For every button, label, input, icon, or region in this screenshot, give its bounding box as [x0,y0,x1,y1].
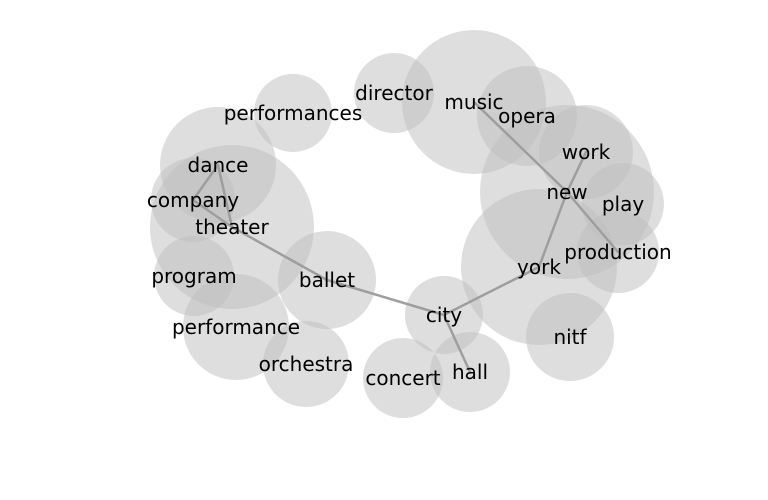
label-director: director [355,81,433,105]
edge-ballet-city [325,278,446,317]
label-york: york [517,255,561,279]
label-work: work [562,140,611,164]
bubble-orchestra [263,321,349,407]
edge-dance-theater [216,163,234,229]
edge-layer [191,100,620,374]
bubble-performances [254,74,332,152]
label-music: music [444,90,503,114]
label-play: play [602,192,645,216]
label-performances: performances [224,101,363,125]
label-hall: hall [452,360,488,384]
label-ballet: ballet [299,268,355,292]
label-dance: dance [188,153,249,177]
label-nitf: nitf [553,325,587,349]
edge-dance-company [191,163,220,202]
edge-york-new [537,190,569,269]
label-company: company [147,188,239,212]
bubble-nitf [526,293,614,381]
label-theater: theater [195,215,269,239]
label-opera: opera [498,104,556,128]
edge-company-theater [191,198,234,229]
label-new: new [546,180,587,204]
label-concert: concert [365,366,440,390]
label-performance: performance [172,315,300,339]
bubble-concert [363,338,443,418]
bubble-performance [183,274,289,380]
edge-theater-ballet [230,225,329,282]
label-orchestra: orchestra [259,352,354,376]
edge-new-work [565,150,588,194]
edge-new-production [565,190,620,254]
edge-city-hall [442,313,472,374]
label-production: production [564,240,671,264]
label-program: program [151,264,236,288]
edge-city-york [442,265,541,317]
edge-new-music [472,100,569,194]
label-city: city [426,303,462,327]
